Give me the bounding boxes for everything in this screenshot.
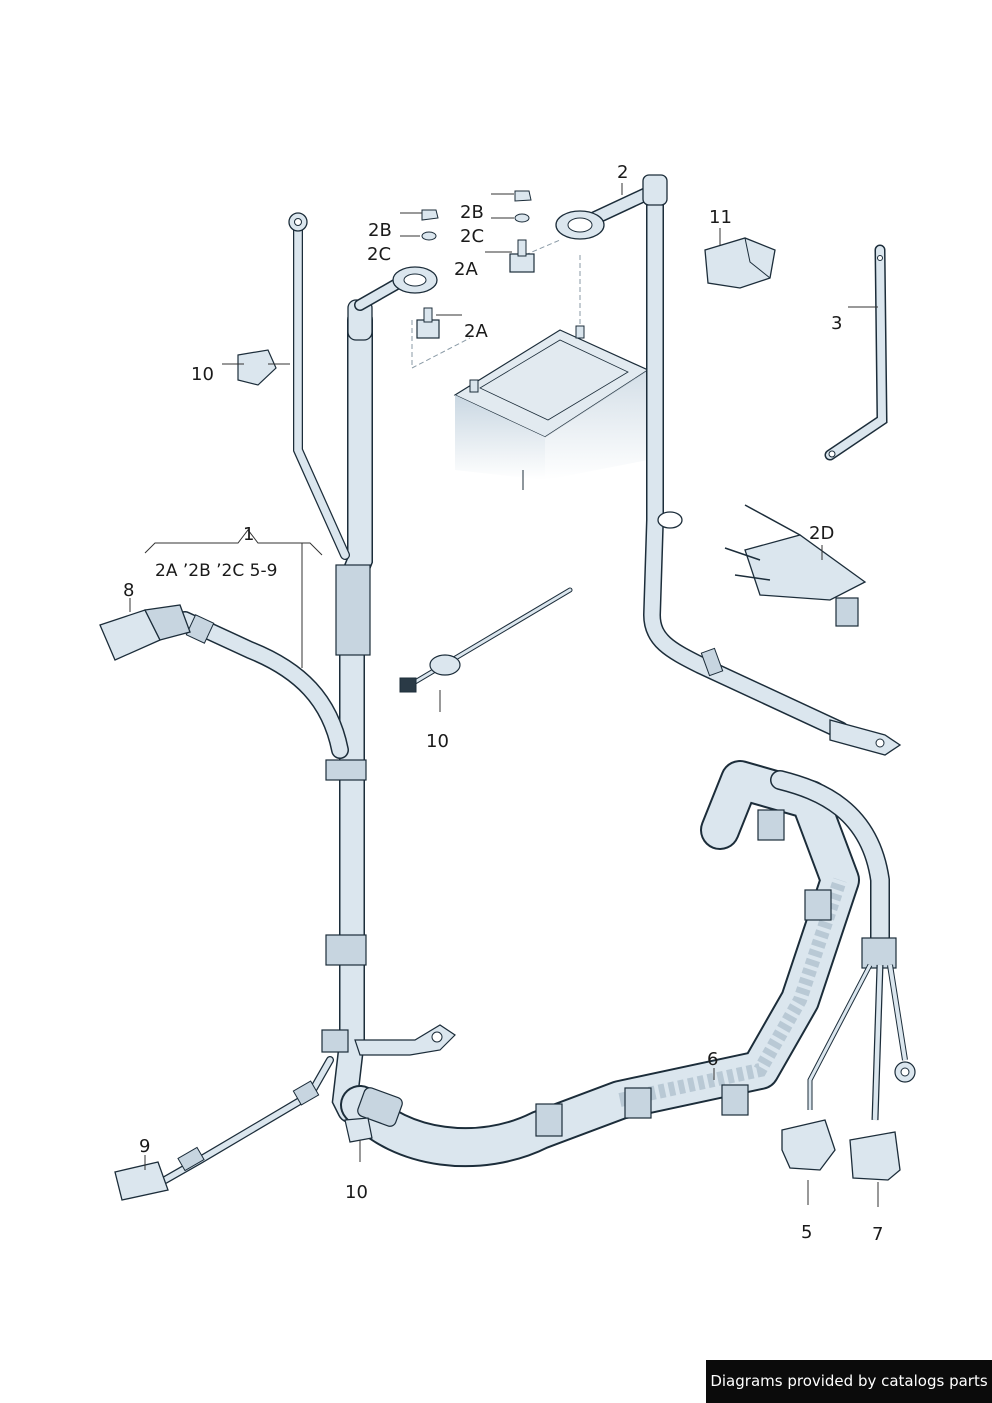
label-2c-right: 2C	[460, 226, 484, 247]
label-7: 7	[872, 1224, 883, 1245]
branch-connector-9	[114, 1056, 334, 1201]
main-harness	[288, 212, 456, 1123]
label-10-bottom: 10	[345, 1182, 368, 1203]
label-2a-mid: 2A	[464, 321, 488, 342]
label-8: 8	[123, 580, 134, 601]
label-10-mid: 10	[426, 731, 449, 752]
label-5: 5	[801, 1222, 812, 1243]
label-2c-left: 2C	[367, 244, 391, 265]
clip-10-bottom	[344, 1117, 373, 1143]
credit-banner: Diagrams provided by catalogs parts	[706, 1360, 992, 1403]
label-11: 11	[709, 207, 732, 228]
label-6: 6	[707, 1049, 718, 1070]
battery	[453, 325, 650, 490]
part-11-cover	[704, 237, 776, 289]
fuse-wires	[781, 963, 916, 1181]
part-3-strap	[824, 244, 888, 461]
label-3: 3	[831, 313, 842, 334]
battery-positive-cable	[573, 174, 902, 756]
label-1-sub: 2A ’2B ’2C 5-9	[155, 561, 277, 581]
cable-tie	[399, 587, 573, 693]
part-2d-bracket	[724, 504, 867, 627]
leader-lines	[129, 183, 879, 1207]
label-2d: 2D	[809, 523, 834, 544]
label-9: 9	[139, 1136, 150, 1157]
battery-clamps	[392, 190, 605, 339]
label-2b-right: 2B	[460, 202, 484, 223]
assembly-lines	[411, 239, 581, 369]
part-labels: 1 2A ’2B ’2C 5-9 2 2B 2C 2B 2C 2A 2A 11 …	[123, 162, 883, 1245]
label-2: 2	[617, 162, 628, 183]
part-6-harness	[340, 760, 897, 1168]
label-10-top: 10	[191, 364, 214, 385]
label-2a-right: 2A	[454, 259, 478, 280]
label-1: 1	[243, 524, 254, 545]
clip-10-top	[237, 349, 277, 386]
branch-connector-8	[99, 604, 349, 759]
label-2b-left: 2B	[368, 220, 392, 241]
